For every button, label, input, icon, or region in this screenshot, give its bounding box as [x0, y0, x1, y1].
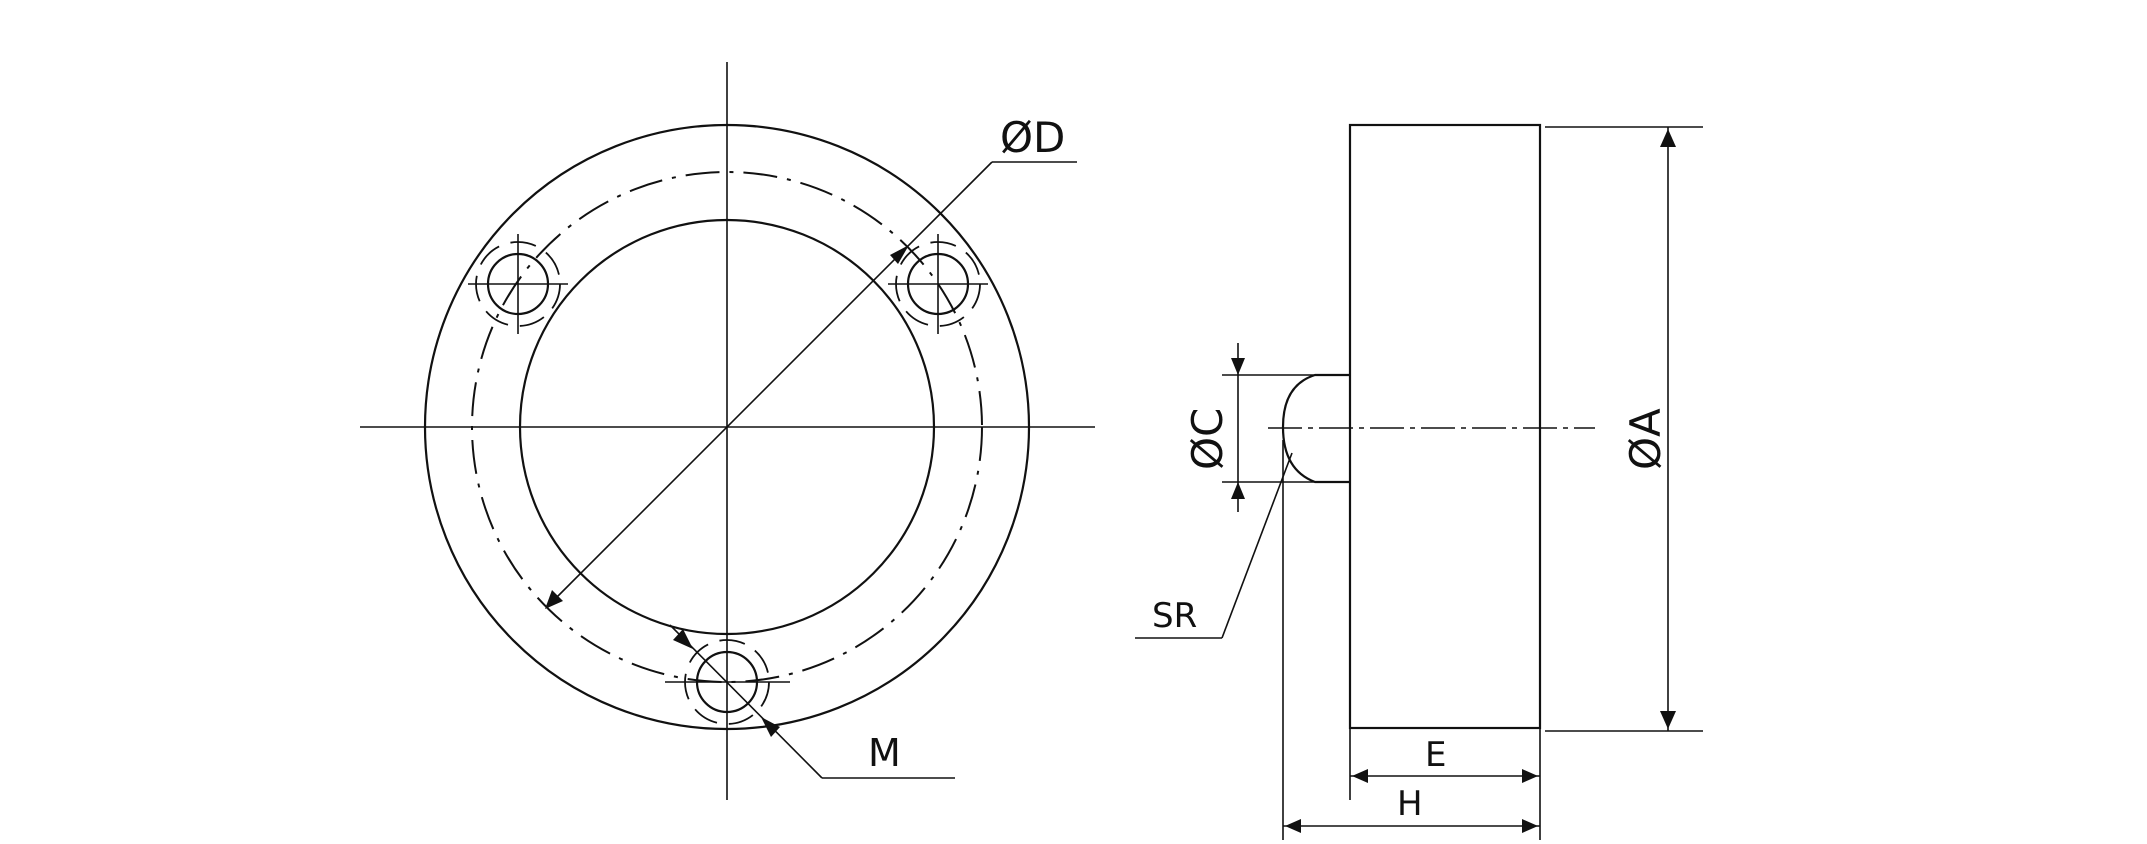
label-diameter-C: ØC [1183, 408, 1232, 470]
sphere-radius-SR-dimension: SR [1135, 452, 1293, 639]
label-thread-M: M [868, 731, 901, 775]
outer-diameter-circle [423, 123, 1031, 731]
side-body-outline [1348, 123, 1542, 730]
dimension-arrowhead [1660, 129, 1676, 147]
length-E-dimension: E [1350, 735, 1540, 783]
side-view: ØC SR ØA E [1135, 123, 1703, 840]
label-length-H: H [1397, 784, 1423, 824]
dimension-arrowhead [1352, 769, 1368, 783]
dimension-arrowhead [1522, 819, 1538, 833]
diameter-C-dimension: ØC [1183, 343, 1350, 512]
dimension-arrowhead [1231, 358, 1245, 375]
dimension-arrowhead [761, 717, 780, 737]
label-length-E: E [1425, 735, 1446, 775]
thread-M-dimension: M [669, 624, 955, 779]
dimension-arrowhead [890, 245, 909, 264]
spherical-nose [1281, 373, 1350, 484]
bolt-hole-top-right [888, 234, 988, 334]
diameter-A-dimension: ØA [1545, 126, 1703, 732]
front-view: ØD M [360, 62, 1095, 800]
label-diameter-D: ØD [1000, 113, 1065, 162]
dimension-arrowhead [1660, 711, 1676, 729]
label-sphere-radius-SR: SR [1152, 596, 1197, 636]
dimension-arrowhead [545, 590, 563, 609]
diameter-D-dimension: ØD [545, 113, 1077, 609]
bolt-pitch-circle [471, 171, 983, 683]
dimension-arrowhead [673, 629, 693, 649]
length-H-dimension: H [1283, 784, 1540, 833]
dimension-arrowhead [1522, 769, 1538, 783]
dimension-arrowhead [1285, 819, 1301, 833]
bore-circle [518, 218, 936, 636]
bolt-hole-top-left [468, 234, 568, 334]
label-diameter-A: ØA [1621, 408, 1670, 470]
dimension-arrowhead [1231, 482, 1245, 499]
